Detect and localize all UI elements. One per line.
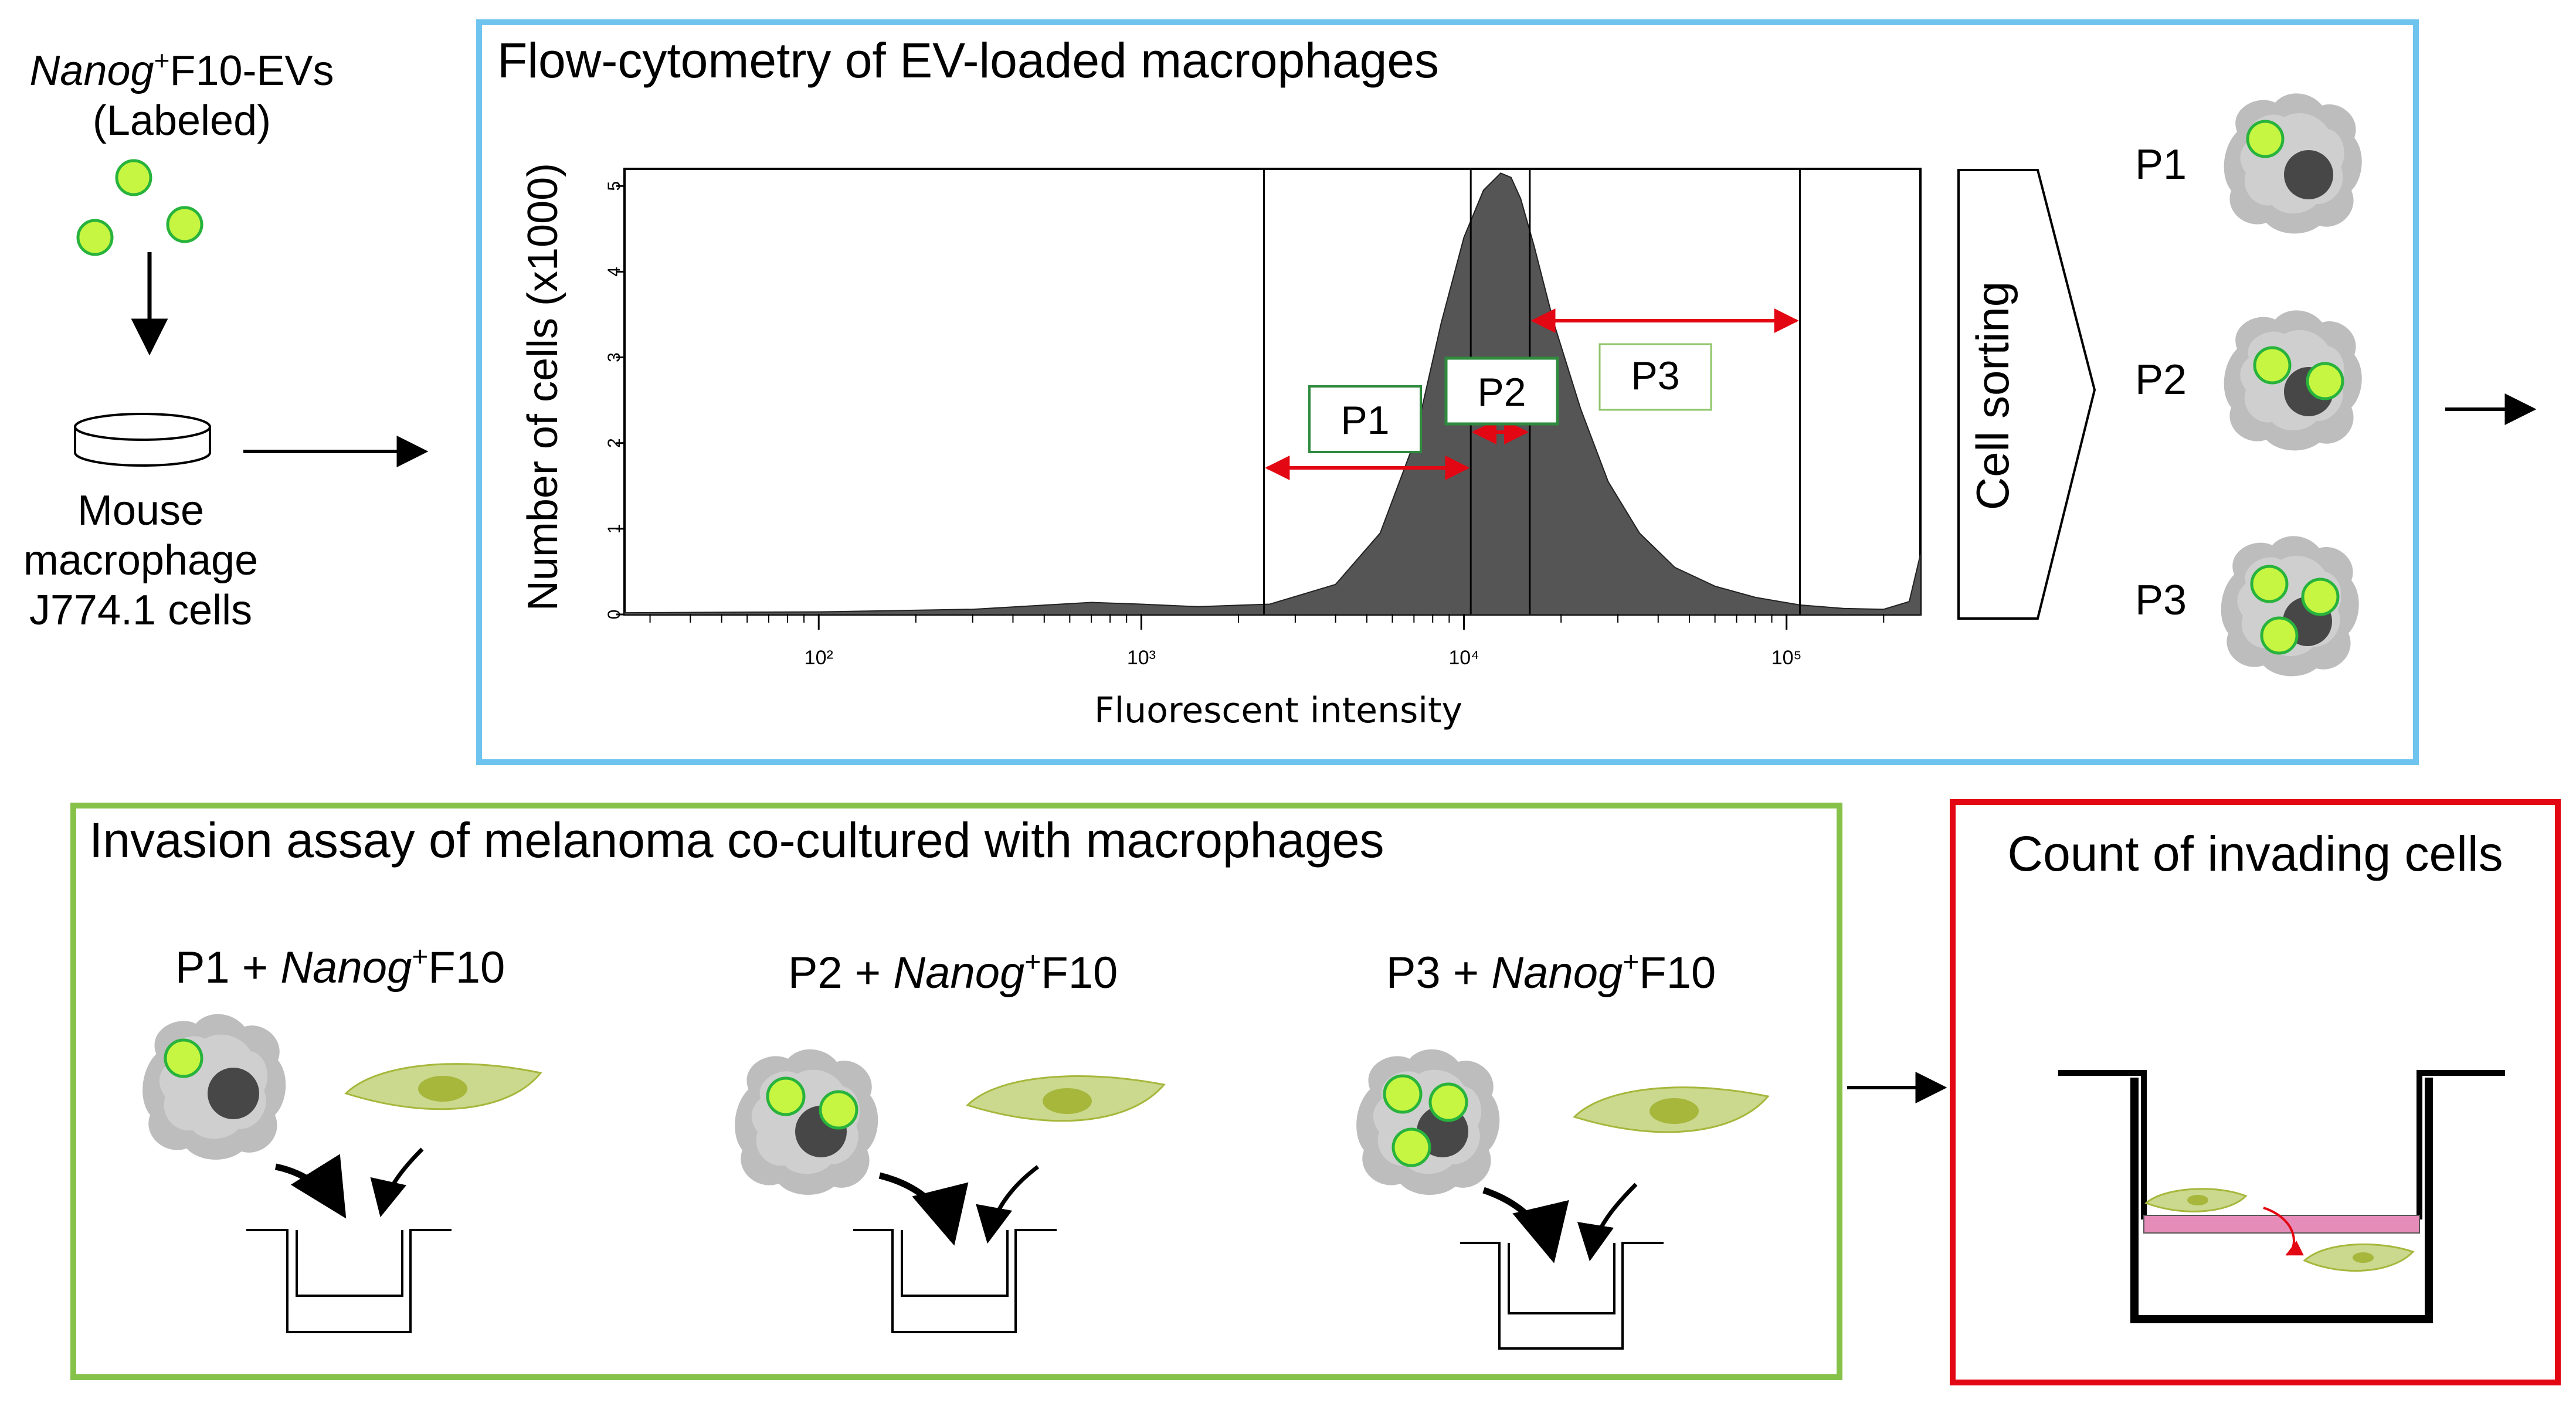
cell-label-line3: J774.1 cells [29,587,252,634]
curved-arrow-icon [878,1172,969,1246]
ev-particle-icon [76,219,114,256]
population-label-p1: P1 [2135,141,2187,188]
melanoma-cell-bottom-icon [2303,1243,2415,1272]
count-panel-title: Count of invading cells [2007,826,2503,881]
gate-label-p2: P2 [1477,370,1526,415]
transwell-chamber-icon [2058,1070,2505,1323]
gate-label-box-p2 [1444,356,1559,426]
melanoma-cell-icon [1573,1086,1770,1133]
curved-arrow-icon [274,1154,347,1219]
x-tick-label: 10⁵ [1771,647,1802,669]
macrophage-p3-icon [1356,1049,1500,1195]
transwell-insert-icon [853,1229,1057,1333]
flow-panel-border [476,19,2419,765]
y-tick-label: 1 [605,524,624,534]
gate-label-p1: P1 [1340,398,1389,443]
histogram-area [624,172,1921,615]
curved-arrow-icon [1482,1187,1569,1263]
gate-label-box-p3 [1598,343,1712,411]
cell-label-line1: Mouse [77,487,204,534]
y-axis-label: Number of cells (x1000) [520,163,566,611]
gate-label-p3: P3 [1631,354,1679,398]
culture-dish-icon [74,413,211,467]
macrophage-p1-icon [2224,93,2362,234]
cell-sorting-arrow: Cell sorting [1957,169,2096,620]
flow-panel-title: Flow-cytometry of EV-loaded macrophages [497,33,1439,88]
cell-label-line2: macrophage [23,537,258,584]
group-label-p3: P3 + Nanog+F10 [1386,947,1716,998]
ev-particle-icon [166,206,203,243]
ev-label-line2: (Labeled) [93,97,271,144]
transwell-insert-icon [246,1229,452,1333]
invasion-panel-border [70,803,1842,1380]
x-axis-label: Fluorescent intensity [1094,690,1462,731]
left-column: Nanog+F10-EVs (Labeled) Mouse macrophage… [23,45,429,634]
macrophage-p2-icon [735,1049,878,1195]
gate-label-box-p1 [1308,385,1422,453]
curved-arrow-icon [976,1165,1040,1244]
ev-label-line1: Nanog+F10-EVs [29,45,334,94]
curved-arrow-icon [1577,1183,1638,1262]
migration-arrow-icon [2263,1207,2304,1256]
melanoma-cell-icon [966,1075,1166,1122]
x-tick-label: 10² [805,647,833,669]
population-label-p2: P2 [2135,356,2187,403]
curved-arrow-icon [370,1147,424,1218]
transwell-insert-icon [1460,1242,1664,1350]
y-tick-label: 3 [605,352,624,362]
count-panel-border [1950,799,2561,1385]
group-label-p2: P2 + Nanog+F10 [788,947,1118,998]
cell-sorting-label: Cell sorting [1967,281,2018,510]
y-tick-label: 5 [605,181,624,191]
population-label-p3: P3 [2135,577,2187,624]
macrophage-p1-icon [142,1014,286,1160]
group-label-p1: P1 + Nanog+F10 [175,942,505,993]
y-tick-label: 2 [605,438,624,448]
melanoma-cell-icon [344,1063,542,1110]
y-tick-label: 0 [605,610,624,620]
flow-panel: Flow-cytometry of EV-loaded macrophages … [476,19,2419,765]
invasion-panel: Invasion assay of melanoma co-cultured w… [70,803,1842,1380]
melanoma-cell-top-icon [2144,1188,2248,1212]
x-tick-label: 10⁴ [1448,647,1479,669]
macrophage-p3-icon [2221,536,2359,677]
y-tick-label: 4 [605,267,624,277]
histogram-chart: 0 1 2 3 4 5 10² 10³ 10⁴ 10⁵ Number of cells (x10… [520,163,1922,731]
ev-particle-icon [115,159,152,196]
macrophage-p2-icon [2224,310,2362,451]
count-panel: Count of invading cells [1950,799,2561,1385]
plot-frame [623,168,1922,616]
invasion-panel-title: Invasion assay of melanoma co-cultured w… [89,813,1384,868]
x-tick-label: 10³ [1127,647,1156,669]
